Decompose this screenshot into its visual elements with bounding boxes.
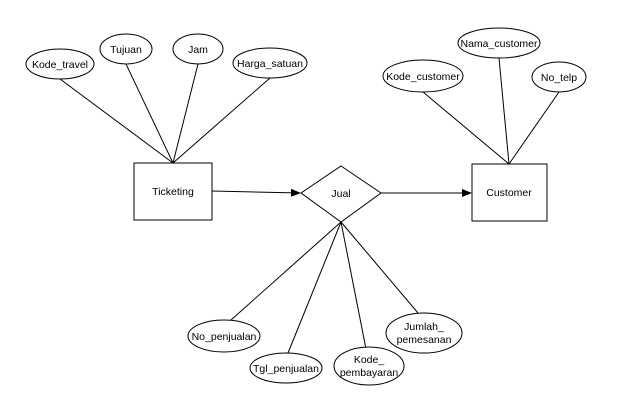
connector-no-telp bbox=[508, 91, 560, 165]
customer-attribute-connectors bbox=[422, 57, 560, 165]
attribute-tgl-penjualan: Tgl_penjualan bbox=[249, 352, 323, 384]
connector-kode-customer bbox=[422, 91, 510, 165]
ticketing-attribute-connectors bbox=[59, 63, 271, 164]
attribute-kode-pembayaran: Kode_ pembayaran bbox=[333, 346, 405, 386]
attribute-tujuan: Tujuan bbox=[99, 33, 153, 65]
jual-attribute-connectors bbox=[230, 221, 419, 354]
svg-text:Harga_satuan: Harga_satuan bbox=[237, 58, 303, 70]
attribute-no-penjualan: No_penjualan bbox=[187, 319, 261, 353]
relationship-jual-label: Jual bbox=[331, 188, 350, 200]
svg-text:Kode_customer: Kode_customer bbox=[386, 71, 460, 83]
connector-tujuan bbox=[125, 63, 174, 164]
svg-text:Jam: Jam bbox=[188, 44, 208, 56]
attribute-jumlah-pemesanan: Jumlah_ pemesanan bbox=[385, 312, 463, 354]
entity-ticketing-label: Ticketing bbox=[152, 186, 194, 198]
relationship-jual: Jual bbox=[300, 165, 382, 223]
attribute-harga-satuan: Harga_satuan bbox=[232, 47, 308, 79]
svg-text:Jumlah_: Jumlah_ bbox=[404, 321, 444, 333]
connector-no-penjualan bbox=[230, 221, 342, 321]
svg-text:pembayaran: pembayaran bbox=[340, 367, 399, 379]
attribute-no-telp: No_telp bbox=[531, 61, 587, 93]
entity-ticketing: Ticketing bbox=[133, 162, 213, 221]
connector-jam bbox=[172, 63, 199, 164]
svg-text:No_penjualan: No_penjualan bbox=[192, 331, 257, 343]
connector-harga-satuan bbox=[172, 77, 271, 164]
connector-kode-pembayaran bbox=[340, 221, 367, 350]
svg-text:Kode_travel: Kode_travel bbox=[32, 59, 88, 71]
entity-customer-label: Customer bbox=[486, 187, 532, 199]
attribute-kode-customer: Kode_customer bbox=[382, 59, 464, 93]
entity-customer: Customer bbox=[471, 163, 548, 222]
svg-text:pemesanan: pemesanan bbox=[397, 334, 452, 346]
svg-text:No_telp: No_telp bbox=[541, 72, 577, 84]
svg-text:Tujuan: Tujuan bbox=[110, 44, 142, 56]
connector-tgl-penjualan bbox=[287, 221, 342, 354]
arrow-ticketing-to-jual bbox=[211, 188, 301, 197]
svg-text:Kode_: Kode_ bbox=[354, 354, 385, 366]
attribute-jam: Jam bbox=[172, 33, 224, 65]
connector-jumlah-pemesanan bbox=[340, 221, 419, 314]
attribute-nama-customer: Nama_customer bbox=[457, 27, 541, 59]
attribute-kode-travel: Kode_travel bbox=[25, 48, 95, 80]
connector-nama-customer bbox=[498, 57, 510, 165]
connector-kode-travel bbox=[59, 78, 174, 164]
svg-text:Nama_customer: Nama_customer bbox=[460, 38, 538, 50]
svg-text:Tgl_penjualan: Tgl_penjualan bbox=[253, 363, 319, 375]
